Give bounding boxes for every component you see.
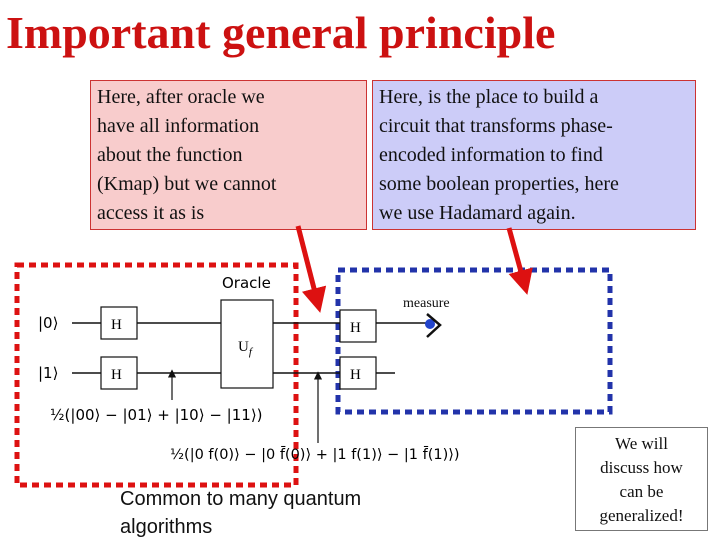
measure-icon — [426, 313, 442, 338]
input-ket-top: |0⟩ — [38, 314, 58, 332]
callout-arrow-left — [295, 225, 327, 313]
note-line: Here, is the place to build a — [379, 86, 599, 108]
note-line: have all information — [97, 115, 260, 137]
note-line: we use Hadamard again. — [379, 202, 576, 224]
hadamard-gate — [100, 306, 138, 340]
hadamard-gate — [339, 356, 377, 390]
callout-arrow-right — [506, 227, 533, 295]
note-line: Here, after oracle we — [97, 86, 265, 108]
oracle-label: Oracle — [222, 274, 271, 292]
hadamard-gate — [100, 356, 138, 390]
note-line: access it as is — [97, 202, 205, 224]
page-title: Important general principle — [6, 7, 556, 58]
oracle-gate — [220, 299, 274, 389]
oracle-gate-u: U — [238, 339, 249, 355]
note-line: generalized! — [599, 506, 684, 525]
note-line: discuss how — [600, 458, 683, 477]
note-after-oracle: Here, after oracle we have all informati… — [90, 80, 367, 230]
note-line: can be — [619, 482, 664, 501]
measure-dot — [425, 319, 435, 329]
state-after-hadamard: ½(|00⟩ − |01⟩ + |10⟩ − |11⟩) — [50, 406, 263, 424]
caption-line: algorithms — [120, 516, 213, 538]
common-region-dashed-box — [14, 262, 299, 488]
oracle-gate-label: Uf — [238, 339, 254, 358]
state-after-oracle: ½(|0 f(0)⟩ − |0 f̄(0)⟩ + |1 f(1)⟩ − |1 f… — [170, 445, 460, 463]
custom-region-dashed-box — [335, 267, 613, 415]
note-build-circuit: Here, is the place to build a circuit th… — [372, 80, 696, 230]
hadamard-gate — [339, 309, 377, 343]
measure-label: measure — [403, 296, 450, 311]
note-line: (Kmap) but we cannot — [97, 173, 277, 195]
generalize-note: We will discuss how can be generalized! — [575, 427, 708, 531]
hadamard-gate-label: H — [111, 317, 122, 333]
note-line: We will — [615, 434, 668, 453]
hadamard-gate-label: H — [350, 320, 361, 336]
input-ket-bottom: |1⟩ — [38, 364, 58, 382]
hadamard-gate-label: H — [350, 367, 361, 383]
note-line: circuit that transforms phase- — [379, 115, 613, 137]
common-caption: Common to many quantum algorithms — [120, 485, 410, 541]
hadamard-gate-label: H — [111, 367, 122, 383]
caption-line: Common to many quantum — [120, 488, 362, 510]
note-line: about the function — [97, 144, 243, 166]
note-line: some boolean properties, here — [379, 173, 619, 195]
note-line: encoded information to find — [379, 144, 603, 166]
oracle-gate-sub: f — [249, 346, 254, 358]
